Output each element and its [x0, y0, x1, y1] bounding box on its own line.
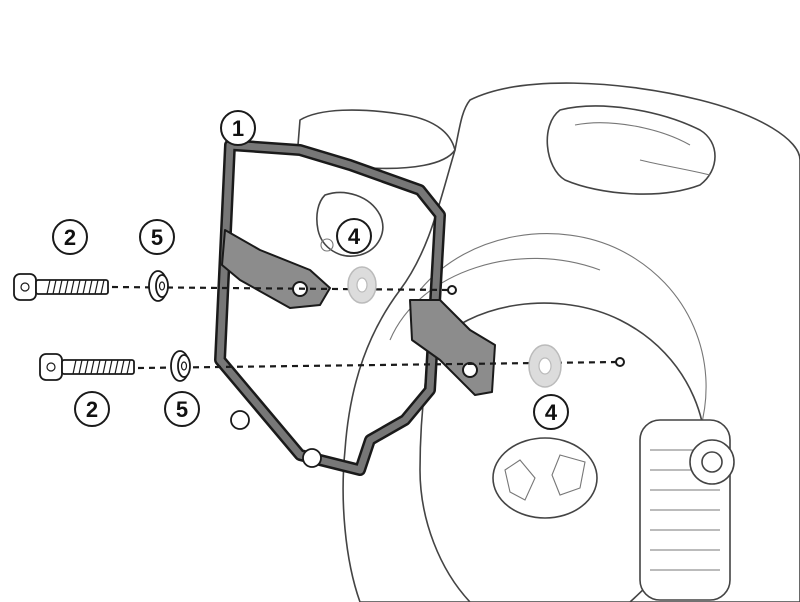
callout-5-lower: 5 [164, 391, 200, 427]
nut-icon-upper [148, 270, 169, 302]
callout-1: 1 [220, 110, 256, 146]
nut-icon-lower [170, 350, 191, 382]
motorcycle-rear-icon [297, 82, 800, 602]
washer-icon-upper [347, 266, 377, 304]
callout-2-lower-label: 2 [86, 397, 98, 422]
bolt-icon-lower [39, 353, 135, 381]
callout-4-lower-label: 4 [545, 400, 558, 425]
bolt-icon-upper [13, 273, 109, 301]
callout-5-upper: 5 [139, 219, 175, 255]
callout-4-upper-label: 4 [348, 224, 361, 249]
callout-2-upper: 2 [52, 219, 88, 255]
callout-2-lower: 2 [74, 391, 110, 427]
callout-5-upper-label: 5 [151, 225, 163, 250]
callout-1-label: 1 [232, 116, 244, 141]
callout-4-upper: 4 [336, 218, 372, 254]
callout-4-lower: 4 [533, 394, 569, 430]
callout-5-lower-label: 5 [176, 397, 188, 422]
washer-icon-lower [528, 344, 562, 388]
callout-2-upper-label: 2 [64, 225, 76, 250]
shock-absorber-icon [639, 419, 735, 601]
